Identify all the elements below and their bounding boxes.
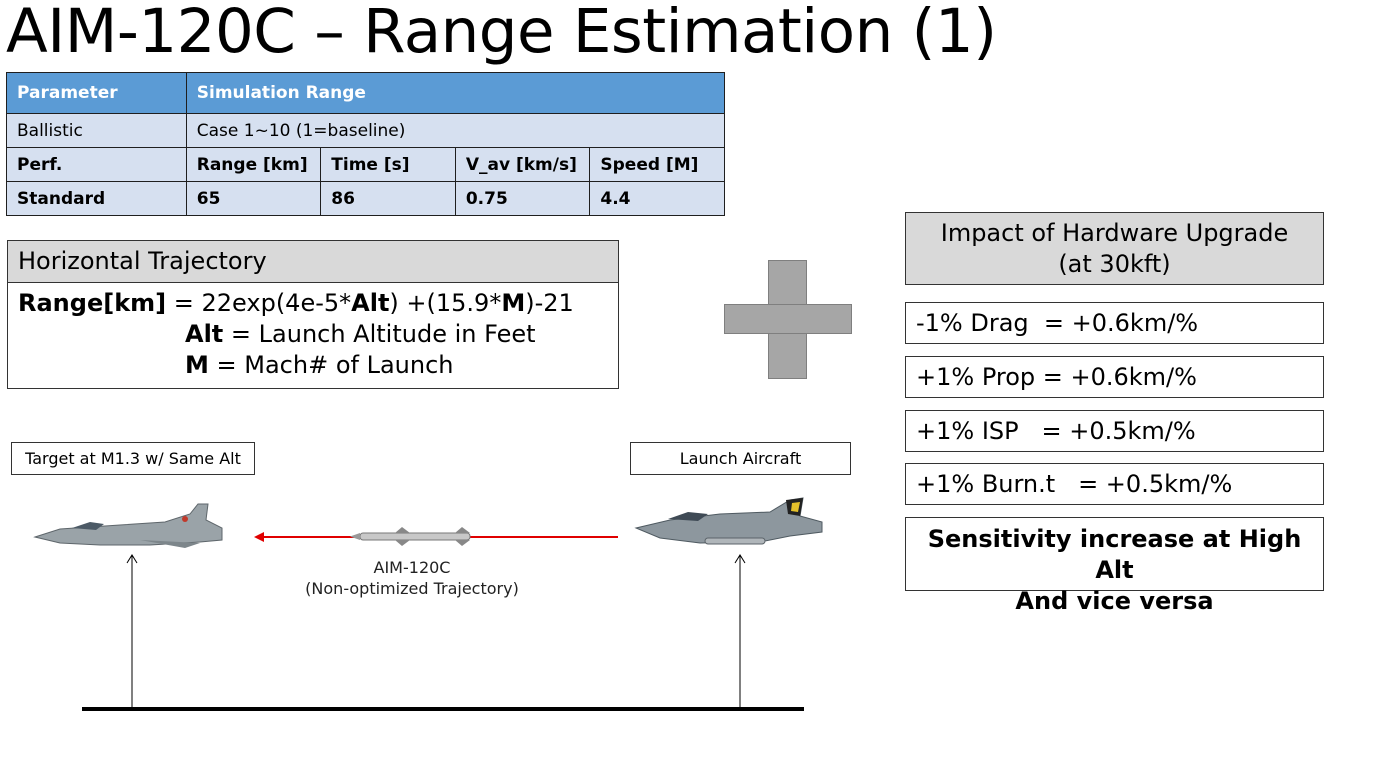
parameter-table: Parameter Simulation Range Ballistic Cas… <box>6 72 726 216</box>
eq-m: M <box>501 289 526 317</box>
trajectory-heading: Horizontal Trajectory <box>8 241 618 283</box>
eq-part3: )-21 <box>525 289 574 317</box>
impact-item-prop: +1% Prop = +0.6km/% <box>905 356 1324 398</box>
mach-definition: M = Mach# of Launch <box>185 351 453 379</box>
table-header-row: Parameter Simulation Range <box>6 72 726 114</box>
table-row-standard: Standard 65 86 0.75 4.4 <box>6 181 725 216</box>
standard-label: Standard <box>6 181 187 216</box>
impact-heading-line2: (at 30kft) <box>1058 250 1171 278</box>
plus-center <box>769 305 806 333</box>
impact-item-isp: +1% ISP = +0.5km/% <box>905 410 1324 452</box>
table-header-simulation-range: Simulation Range <box>185 72 726 114</box>
perf-range-header: Range [km] <box>185 147 322 182</box>
perf-time-header: Time [s] <box>320 147 456 182</box>
missile-icon <box>350 527 471 546</box>
alt-def-symbol: Alt <box>185 320 224 348</box>
slide-title: AIM-120C – Range Estimation (1) <box>6 0 997 67</box>
impact-item-drag: -1% Drag = +0.6km/% <box>905 302 1324 344</box>
perf-label: Perf. <box>6 147 187 182</box>
missile-label: AIM-120C (Non-optimized Trajectory) <box>300 557 524 599</box>
ballistic-value: Case 1~10 (1=baseline) <box>185 113 726 148</box>
impact-heading-box: Impact of Hardware Upgrade (at 30kft) <box>905 212 1324 285</box>
table-row-perf-headers: Perf. Range [km] Time [s] V_av [km/s] Sp… <box>6 147 725 182</box>
launch-altitude-arrow <box>734 554 746 708</box>
impact-item-burn: +1% Burn.t = +0.5km/% <box>905 463 1324 505</box>
alt-def-text: = Launch Altitude in Feet <box>223 320 536 348</box>
alt-definition: Alt = Launch Altitude in Feet <box>185 320 536 348</box>
sensitivity-note: Sensitivity increase at High Alt And vic… <box>905 517 1324 615</box>
standard-time: 86 <box>320 181 456 216</box>
sensitivity-line2: And vice versa <box>1015 587 1214 615</box>
ballistic-label: Ballistic <box>6 113 187 148</box>
target-jet-icon <box>33 503 223 548</box>
sensitivity-line1: Sensitivity increase at High Alt <box>927 525 1302 584</box>
perf-speed-header: Speed [M] <box>589 147 725 182</box>
m-def-text: = Mach# of Launch <box>208 351 454 379</box>
missile-note: (Non-optimized Trajectory) <box>305 579 519 598</box>
eq-alt: Alt <box>351 289 390 317</box>
perf-vav-header: V_av [km/s] <box>454 147 591 182</box>
table-header-parameter: Parameter <box>6 72 187 114</box>
standard-speed: 4.4 <box>589 181 725 216</box>
standard-range: 65 <box>185 181 322 216</box>
range-equation: Range[km] = 22exp(4e-5*Alt) +(15.9*M)-21 <box>18 289 574 317</box>
range-label: Range[km] <box>18 289 167 317</box>
launch-jet-icon <box>634 497 823 545</box>
missile-name: AIM-120C <box>373 558 451 577</box>
launch-aircraft-label: Launch Aircraft <box>630 442 851 475</box>
horizontal-trajectory-box: Horizontal Trajectory Range[km] = 22exp(… <box>7 240 619 389</box>
eq-part1: = 22exp(4e-5* <box>166 289 352 317</box>
target-altitude-arrow <box>126 554 138 708</box>
standard-vav: 0.75 <box>454 181 591 216</box>
m-def-symbol: M <box>185 351 209 379</box>
eq-part2: ) +(15.9* <box>389 289 502 317</box>
target-label: Target at M1.3 w/ Same Alt <box>11 442 255 475</box>
impact-heading-line1: Impact of Hardware Upgrade <box>940 219 1289 247</box>
table-row-ballistic: Ballistic Case 1~10 (1=baseline) <box>6 113 726 148</box>
